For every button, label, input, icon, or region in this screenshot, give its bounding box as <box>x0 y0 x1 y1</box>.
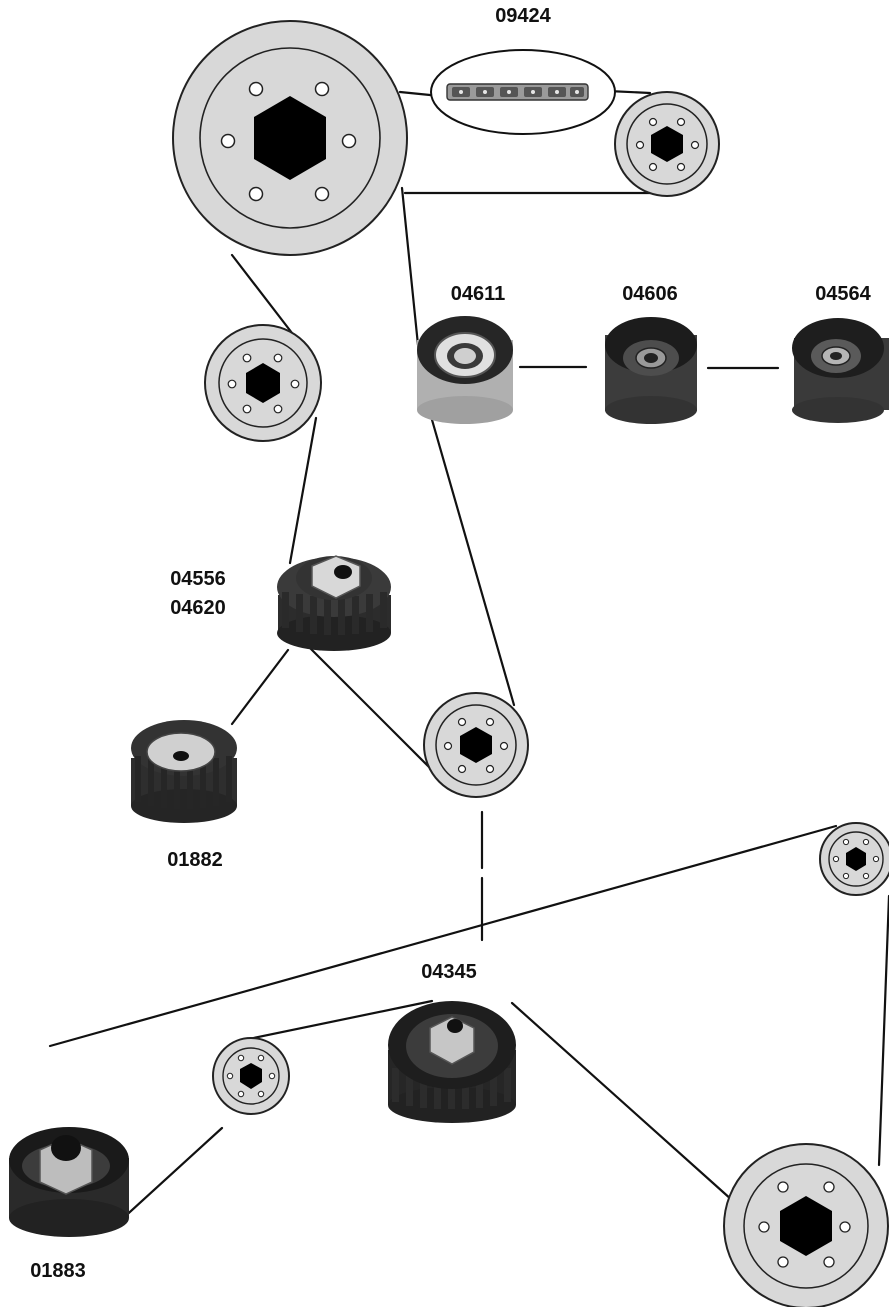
belt-line <box>230 648 290 726</box>
hex-hub-icon <box>254 96 326 180</box>
pulley-icon <box>614 91 720 197</box>
pulley-icon <box>819 822 889 896</box>
label-tensioner-bottom: 04345 <box>421 961 477 983</box>
belt-line <box>510 1001 744 1211</box>
belt-lines <box>48 89 889 1223</box>
belt-line <box>288 416 318 565</box>
roller-icon: 04611 <box>417 283 513 424</box>
belt-line <box>400 186 420 347</box>
label-chain: 09424 <box>495 5 551 27</box>
crank-pulley-bottom <box>723 1143 889 1307</box>
pulley-icon <box>204 324 322 442</box>
belt-line <box>877 894 889 1167</box>
hex-hub-icon <box>780 1196 832 1256</box>
tensioner-icon: 04345 <box>388 961 516 1123</box>
belt-line <box>48 824 838 1048</box>
label-tensioner-top-1: 04556 <box>170 568 226 590</box>
label-idler-dark: 04606 <box>622 283 678 305</box>
roller-icon: 01883 <box>9 1127 129 1282</box>
label-idler-light: 04611 <box>451 283 506 305</box>
belt-line <box>422 390 516 707</box>
pulley-icon <box>212 1037 290 1115</box>
label-idler-right: 04564 <box>815 283 871 305</box>
chain-callout: 09424 <box>430 5 616 135</box>
roller-icon: 04606 <box>605 283 697 424</box>
pulley-icon <box>423 692 529 798</box>
label-idler-bottom-left: 01883 <box>30 1260 86 1282</box>
crank-pulley-top <box>172 20 408 256</box>
chain-icon <box>446 83 589 101</box>
belt-line <box>230 253 294 335</box>
tensioner-icon: 01882 <box>131 720 237 871</box>
belt-line <box>242 999 434 1042</box>
belt-line <box>298 636 432 770</box>
roller-icon: 04564 <box>792 283 889 423</box>
belt-line <box>118 1126 224 1223</box>
label-tensioner-left: 01882 <box>167 849 223 871</box>
label-tensioner-top-2: 04620 <box>170 597 226 619</box>
tensioner-icon: 04556 04620 <box>170 555 391 651</box>
